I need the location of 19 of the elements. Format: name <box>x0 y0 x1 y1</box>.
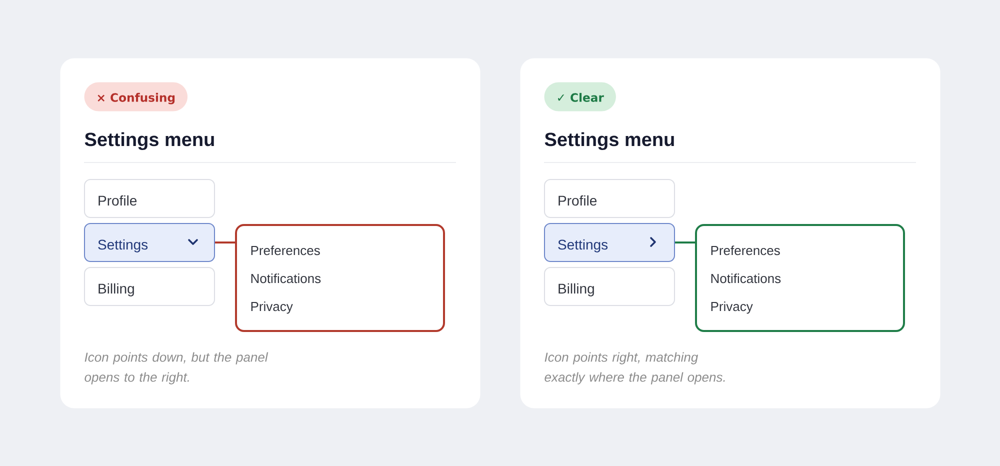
connector-line <box>675 242 695 244</box>
menu-item: Profile <box>544 179 675 218</box>
option-label: Preferences <box>711 246 780 256</box>
menu-item: Billing <box>84 267 215 306</box>
menu-item: Profile <box>84 179 215 218</box>
menu-item: Settings <box>84 223 215 262</box>
option-label: Privacy <box>711 302 753 314</box>
heading: Settings menu <box>544 132 674 150</box>
option-label: Preferences <box>251 246 320 256</box>
option-label: Notifications <box>711 274 781 284</box>
heading: Settings menu <box>84 132 214 150</box>
note-text: Icon points down, but the panel opens to the right. <box>84 352 268 384</box>
menu-item: Billing <box>544 267 675 306</box>
menu-item: Settings <box>544 223 675 262</box>
connector-line <box>215 242 235 244</box>
option-label: Notifications <box>251 274 321 284</box>
option-label: Privacy <box>251 302 293 314</box>
note-text: Icon points right, matching exactly where the panel opens. <box>544 352 725 384</box>
status-badge: × Confusing <box>84 82 188 112</box>
